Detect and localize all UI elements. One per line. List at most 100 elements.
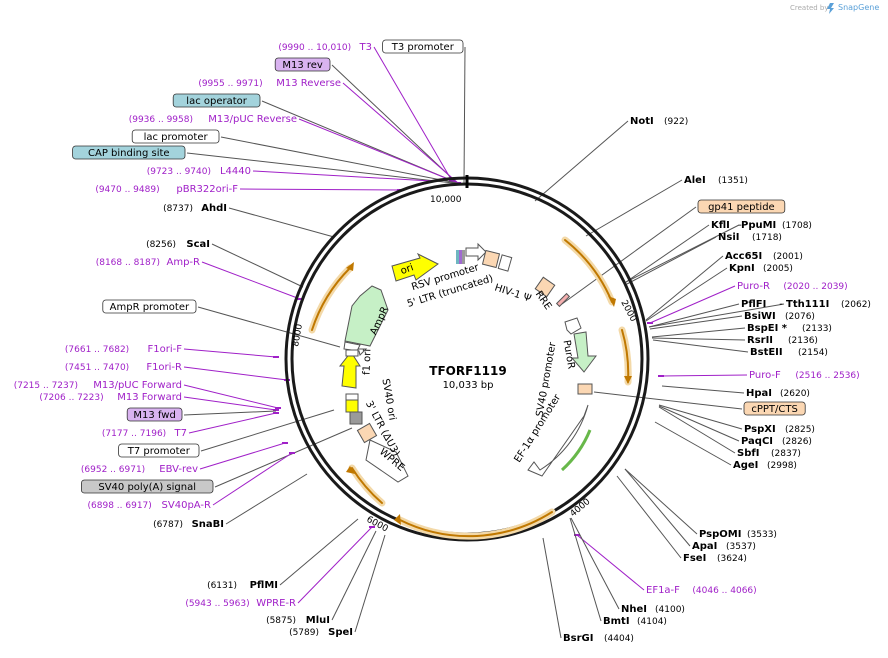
feature-box <box>274 57 331 72</box>
feature-label: lac operator <box>186 96 247 107</box>
site-ppumi[interactable]: PpuMI(1708) <box>741 220 812 231</box>
site-m13-rev[interactable]: M13 rev <box>274 57 331 72</box>
enzyme-position: (2154) <box>798 348 828 358</box>
site-lac-promoter[interactable]: lac promoter <box>131 129 220 144</box>
leader-line-puro-r <box>649 285 736 324</box>
leader-line-bmti <box>569 517 602 622</box>
site-bspei[interactable]: BspEI *(2133) <box>747 323 832 334</box>
site-m13-reverse[interactable]: (9955 .. 9971) M13 Reverse <box>198 78 341 89</box>
site-noti[interactable]: NotI(922) <box>630 116 688 127</box>
plasmid-name: TFORF1119 <box>429 364 506 378</box>
site-lac-operator[interactable]: lac operator <box>172 93 261 108</box>
enzyme-name: PpuMI <box>741 220 776 231</box>
site-sv40pa-r[interactable]: (6898 .. 6917)SV40pA-R <box>88 500 212 511</box>
site-paqci[interactable]: PaqCI(2826) <box>741 436 812 447</box>
enzyme-name: NsiI <box>718 232 739 243</box>
f1-ori-box <box>345 349 359 357</box>
leader-line-bsteii <box>652 339 749 353</box>
site-acc65i[interactable]: Acc65I(2001) <box>725 251 803 262</box>
site-t7[interactable]: (7177 .. 7196)T7 <box>102 428 187 439</box>
enzyme-position: (2998) <box>767 461 797 471</box>
site-t7-promoter[interactable]: T7 promoter <box>118 443 200 458</box>
site-m13-puc-reverse[interactable]: (9936 .. 9958)M13/pUC Reverse <box>129 114 297 125</box>
leader-line-scai <box>211 243 304 288</box>
site-pbr322ori-f[interactable]: (9470 .. 9489)pBR322ori-F <box>95 184 238 195</box>
site-nhei[interactable]: NheI(4100) <box>621 604 685 615</box>
site-ebv-rev[interactable]: (6952 .. 6971)EBV-rev <box>81 464 198 475</box>
site-m13-puc-forward[interactable]: (7215 .. 7237)M13/pUC Forward <box>14 380 182 391</box>
site-m13-forward[interactable]: (7206 .. 7223)M13 Forward <box>39 392 182 403</box>
site-kpni[interactable]: KpnI(2005) <box>729 263 793 274</box>
leader-line-cppt-cts <box>593 391 743 410</box>
site-alei[interactable]: AleI(1351) <box>684 175 748 186</box>
enzyme-name: SpeI <box>328 627 353 638</box>
site-pflmi[interactable]: PflMI(6131) <box>207 580 278 591</box>
site-agei[interactable]: AgeI(2998) <box>733 460 797 471</box>
site-hpai[interactable]: HpaI(2620) <box>746 388 810 399</box>
leader-line-agei <box>654 421 732 466</box>
primer-range: (9955 .. 9971) <box>198 79 262 89</box>
primer-range: (8168 .. 8187) <box>96 258 160 268</box>
enzyme-position: (1351) <box>718 176 748 186</box>
leader-line-ebv-rev <box>199 442 286 470</box>
sv40-ori-box-2 <box>345 399 359 413</box>
ori-arrow <box>391 252 439 282</box>
site-nsii[interactable]: NsiI(1718) <box>718 232 782 243</box>
site-gp41-peptide[interactable]: gp41 peptide <box>697 199 786 214</box>
plasmid-length: 10,033 bp <box>443 380 494 391</box>
feature-box <box>81 479 214 494</box>
feature-box <box>72 145 186 160</box>
site-cppt-cts[interactable]: cPPT/CTS <box>743 401 806 416</box>
site-cap-binding-site[interactable]: CAP binding site <box>72 145 186 160</box>
site-l4440[interactable]: (9723 .. 9740)L4440 <box>147 166 251 177</box>
site-m13-fwd[interactable]: M13 fwd <box>126 407 183 422</box>
site-tth111i[interactable]: Tth111I(2062) <box>786 299 871 310</box>
site-bsiwi[interactable]: BsiWI(2076) <box>744 311 815 322</box>
site-fsei[interactable]: FseI(3624) <box>683 553 747 564</box>
feature-label-f1-ori: f1 ori <box>362 349 374 375</box>
site-sv40-poly-a-signal[interactable]: SV40 poly(A) signal <box>81 479 214 494</box>
site-snabi[interactable]: SnaBI(6787) <box>153 519 224 530</box>
feature-label-sv40-ori: SV40 ori <box>379 378 397 421</box>
enzyme-position: (2825) <box>785 425 815 435</box>
site-amp-r[interactable]: (8168 .. 8187)Amp-R <box>96 257 200 268</box>
site-puro-r[interactable]: (2020 .. 2039)Puro-R <box>737 281 848 292</box>
site-ahdi[interactable]: AhdI(8737) <box>163 203 227 214</box>
feature-label: T3 promoter <box>391 42 455 53</box>
leader-line-kpni <box>645 267 728 322</box>
site-sbfi[interactable]: SbfI(2837) <box>737 448 801 459</box>
site-bsrgi[interactable]: BsrGI(4404) <box>563 633 634 644</box>
leader-line-m13-fwd <box>183 410 277 416</box>
site-t3[interactable]: (9990 .. 10,010)T3 <box>278 42 372 53</box>
primer-name: M13 Reverse <box>276 78 341 89</box>
site-pspomi[interactable]: PspOMI(3533) <box>699 529 777 540</box>
site-pflfi[interactable]: PflFI <box>741 299 766 310</box>
leader-line-pflfi <box>648 303 740 328</box>
leader-line-amp-r <box>201 261 301 300</box>
site-spei[interactable]: SpeI(5789) <box>289 627 353 638</box>
site-puro-f[interactable]: (2516 .. 2536)Puro-F <box>749 370 860 381</box>
site-f1ori-r[interactable]: (7451 .. 7470)F1ori-R <box>65 362 182 373</box>
site-bmti[interactable]: BmtI(4104) <box>603 616 667 627</box>
site-f1ori-f[interactable]: (7661 .. 7682)F1ori-F <box>65 344 182 355</box>
site-apai[interactable]: ApaI(3537) <box>692 541 756 552</box>
site-wpre-r[interactable]: (5943 .. 5963)WPRE-R <box>185 598 296 609</box>
leader-line-nhei <box>570 517 620 610</box>
site-bsteii[interactable]: BstEII(2154) <box>750 347 828 358</box>
site-kfli[interactable]: KflI <box>711 220 730 231</box>
site-pspxi[interactable]: PspXI(2825) <box>744 424 815 435</box>
leader-line-kfli <box>625 224 710 283</box>
site-t3-promoter[interactable]: T3 promoter <box>382 39 464 54</box>
enzyme-name: BsiWI <box>744 311 776 322</box>
feature-box <box>131 129 220 144</box>
site-mlui[interactable]: MluI(5875) <box>266 615 330 626</box>
site-rsrii[interactable]: RsrII(2136) <box>747 335 818 346</box>
enzyme-name: HpaI <box>746 388 772 399</box>
ltr-box-2 <box>497 254 513 272</box>
leader-line-ppumi <box>625 224 740 283</box>
enzyme-position: (2005) <box>763 264 793 274</box>
site-ampr-promoter[interactable]: AmpR promoter <box>102 299 197 314</box>
site-ef1a-f[interactable]: (4046 .. 4066)EF1a-F <box>646 585 757 596</box>
site-scai[interactable]: ScaI(8256) <box>146 239 210 250</box>
enzyme-position: (3624) <box>717 554 747 564</box>
